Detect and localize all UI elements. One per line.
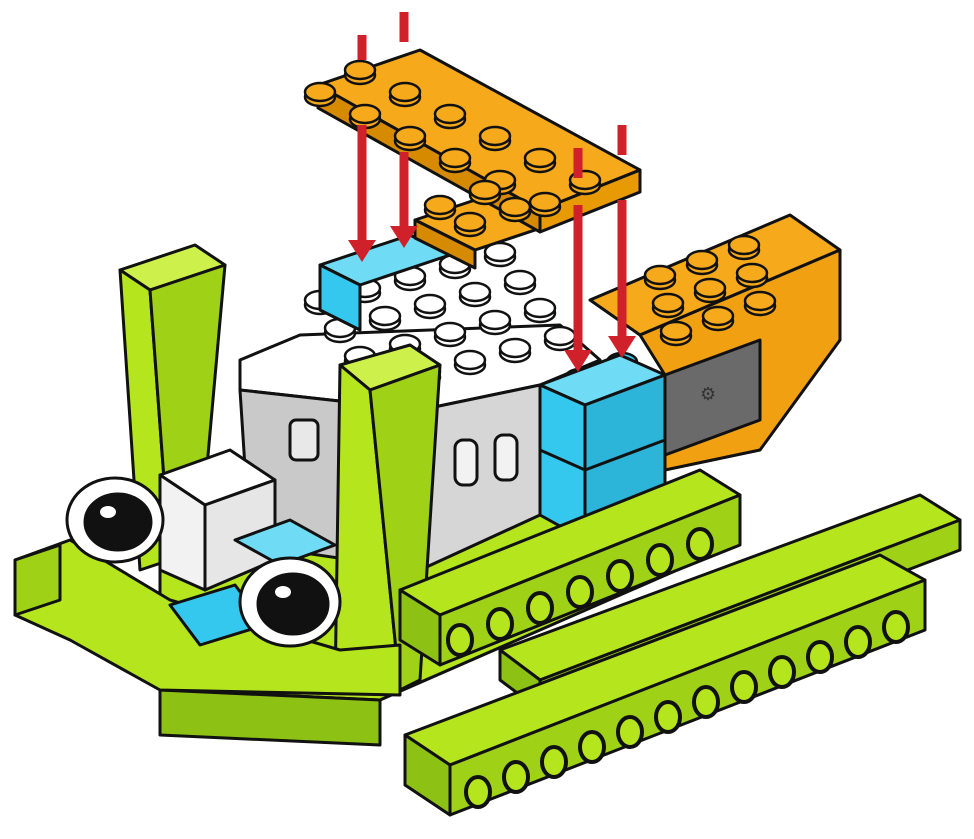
svg-text:⚙: ⚙: [700, 384, 716, 405]
beam-hole: [488, 609, 512, 639]
googly-eye-left: [67, 478, 163, 562]
beam-hole: [608, 561, 632, 591]
googly-eye-right: [240, 558, 340, 646]
orange-stud: [661, 322, 691, 345]
beam-hole: [568, 577, 592, 607]
beam-hole: [466, 777, 490, 807]
beam-hole: [580, 732, 604, 762]
orange-stud: [737, 264, 767, 287]
hub-stud: [435, 323, 465, 346]
beam-hole: [648, 545, 672, 575]
hub-stud: [545, 327, 575, 350]
beam-hole: [732, 672, 756, 702]
beam-hole: [656, 702, 680, 732]
orange-stud: [305, 83, 335, 106]
beam-hole: [448, 625, 472, 655]
orange-stud: [345, 61, 375, 84]
hub-stud: [500, 339, 530, 362]
beam-hole: [884, 612, 908, 642]
orange-stud: [703, 307, 733, 330]
orange-stud: [350, 105, 380, 128]
hub-stud: [480, 311, 510, 334]
beam-hole: [528, 593, 552, 623]
hub-stud: [455, 351, 485, 374]
beam-hole: [504, 762, 528, 792]
orange-stud: [729, 236, 759, 259]
orange-stud: [455, 213, 485, 236]
orange-stud: [390, 83, 420, 106]
beam-hole: [688, 529, 712, 559]
orange-stud: [440, 149, 470, 172]
beam-hole: [808, 642, 832, 672]
orange-stud: [653, 294, 683, 317]
orange-stud: [695, 279, 725, 302]
hub-stud: [415, 295, 445, 318]
orange-stud: [645, 266, 675, 289]
hub-stud: [460, 283, 490, 306]
arrow-down-4: [608, 200, 636, 358]
orange-stud: [687, 251, 717, 274]
beam-hole: [694, 687, 718, 717]
orange-stud: [395, 127, 425, 150]
orange-stud: [435, 105, 465, 128]
orange-stud: [500, 198, 530, 221]
beam-hole: [618, 717, 642, 747]
orange-stud: [530, 193, 560, 216]
beam-hole: [542, 747, 566, 777]
orange-stud: [470, 181, 500, 204]
arrow-down-1: [348, 125, 376, 262]
beam-hole: [846, 627, 870, 657]
orange-stud: [480, 127, 510, 150]
orange-stud: [425, 196, 455, 219]
beam-hole: [770, 657, 794, 687]
hub-stud: [505, 271, 535, 294]
orange-stud: [745, 292, 775, 315]
hub-stud: [370, 307, 400, 330]
orange-stud: [525, 149, 555, 172]
hub-stud: [525, 299, 555, 322]
